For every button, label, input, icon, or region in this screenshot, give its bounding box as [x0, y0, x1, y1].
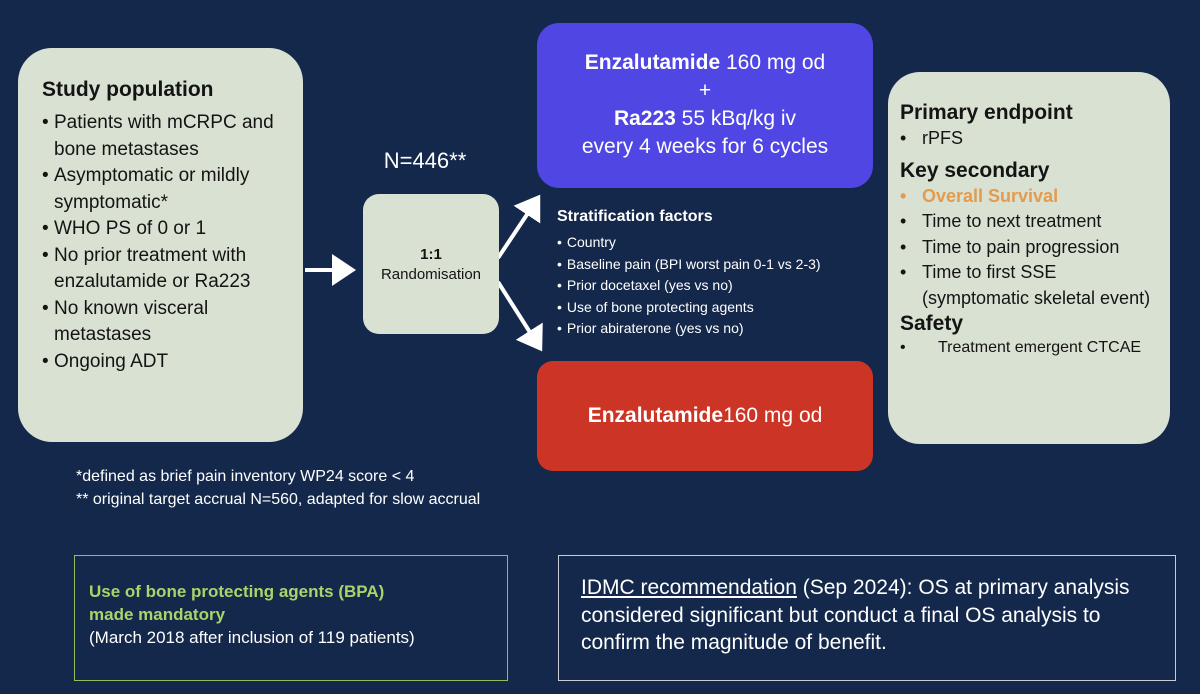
stratification-title: Stratification factors	[557, 208, 713, 225]
bpa-detail: (March 2018 after inclusion of 119 patie…	[89, 628, 415, 647]
plus-sign: +	[698, 79, 712, 102]
study-population-panel: Study population Patients with mCRPC and…	[18, 48, 303, 442]
randomisation-label: Randomisation	[380, 265, 482, 283]
safety-list: Treatment emergent CTCAE	[900, 337, 1160, 358]
key-secondary-list: Overall Survival Time to next treatment …	[900, 184, 1160, 312]
list-item: Use of bone protecting agents	[557, 297, 887, 319]
randomisation-ratio: 1:1	[420, 245, 442, 263]
bpa-headline: Use of bone protecting agents (BPA)	[89, 582, 385, 601]
list-item: Country	[557, 232, 887, 254]
arm-drug-ra223: Ra223	[613, 107, 676, 130]
safety-title: Safety	[900, 312, 964, 335]
footnotes: *defined as brief pain inventory WP24 sc…	[76, 466, 486, 511]
arrow-to-control-arm	[496, 280, 543, 352]
list-item: Patients with mCRPC and bone metastases	[42, 110, 289, 163]
arrow-to-combination-arm	[496, 194, 541, 260]
study-population-title: Study population	[42, 78, 214, 101]
primary-endpoint-list: rPFS	[900, 126, 1160, 152]
arm-dose: 55 kBq/kg iv	[675, 107, 797, 130]
sample-size-label: N=446**	[383, 148, 467, 173]
combination-arm-box: Enzalutamide 160 mg od + Ra223 55 kBq/kg…	[537, 23, 873, 188]
list-item: Asymptomatic or mildly symptomatic*	[42, 163, 289, 216]
list-item: No prior treatment with enzalutamide or …	[42, 243, 289, 296]
list-item-highlighted: Overall Survival	[900, 184, 1160, 210]
list-item: WHO PS of 0 or 1	[42, 216, 289, 243]
arm-dose: 160 mg od	[720, 51, 826, 74]
randomisation-box: 1:1 Randomisation	[363, 194, 499, 334]
list-item: Baseline pain (BPI worst pain 0-1 vs 2-3…	[557, 254, 887, 276]
bpa-headline: made mandatory	[89, 605, 226, 624]
footnote: *defined as brief pain inventory WP24 sc…	[76, 468, 415, 485]
arm-dose: 160 mg od	[723, 404, 823, 427]
arm-drug-enzalutamide: Enzalutamide	[584, 51, 721, 74]
list-item: Prior docetaxel (yes vs no)	[557, 275, 887, 297]
bpa-note-box: Use of bone protecting agents (BPA) made…	[74, 555, 508, 681]
footnote: ** original target accrual N=560, adapte…	[76, 490, 481, 508]
list-item: Time to pain progression	[900, 235, 1160, 261]
study-population-list: Patients with mCRPC and bone metastases …	[42, 110, 289, 375]
idmc-recommendation-link: IDMC recommendation	[581, 576, 797, 599]
endpoints-panel: Primary endpoint rPFS Key secondary Over…	[888, 72, 1170, 444]
list-item: Ongoing ADT	[42, 349, 289, 376]
primary-endpoint-title: Primary endpoint	[900, 101, 1073, 124]
key-secondary-title: Key secondary	[900, 158, 1050, 182]
list-item: Time to next treatment	[900, 209, 1160, 235]
list-item: No known visceral metastases	[42, 296, 289, 349]
list-item: Time to first SSE (symptomatic skeletal …	[900, 260, 1160, 311]
list-item: rPFS	[900, 126, 1160, 152]
idmc-recommendation-box: IDMC recommendation (Sep 2024): OS at pr…	[558, 555, 1176, 681]
control-arm-box: Enzalutamide 160 mg od	[537, 361, 873, 471]
list-item: Treatment emergent CTCAE	[900, 337, 1160, 358]
list-item: Prior abiraterone (yes vs no)	[557, 318, 887, 340]
arm-schedule: every 4 weeks for 6 cycles	[581, 135, 829, 158]
stratification-factors: Stratification factors Country Baseline …	[557, 208, 887, 340]
arm-drug-enzalutamide: Enzalutamide	[587, 404, 724, 427]
stratification-list: Country Baseline pain (BPI worst pain 0-…	[557, 232, 887, 340]
idmc-recommendation-text: (Sep 2024): OS at primary analysis consi…	[581, 576, 1130, 654]
